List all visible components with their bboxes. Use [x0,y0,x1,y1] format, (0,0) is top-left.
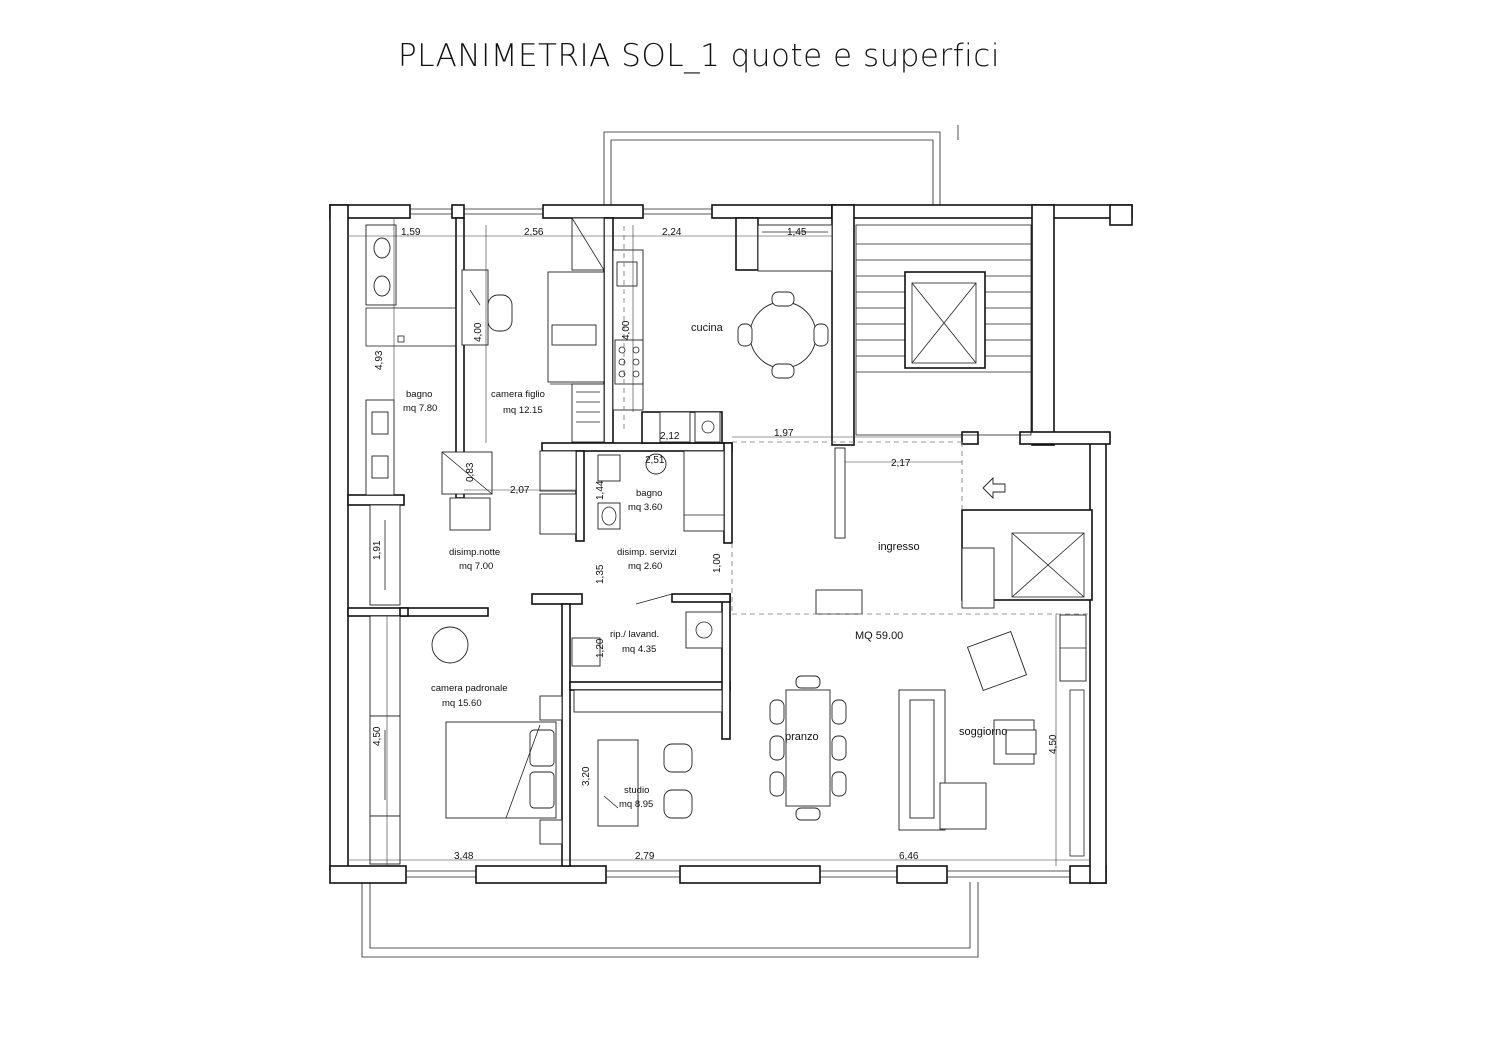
living-area-total: MQ 59.00 [855,630,903,642]
dim-2-79: 2,79 [635,851,655,862]
dim-1-59: 1,59 [401,227,421,238]
dim-3-20: 3,20 [581,766,592,786]
bath-1-fixtures [365,224,457,496]
dim-3-48: 3,48 [454,851,474,862]
dim-1-91: 1,91 [372,540,383,560]
room-area-studio: mq 8.95 [619,799,653,810]
room-name-pranzo: pranzo [785,731,819,743]
room-name-soggiorno: soggiorno [959,726,1007,738]
bedroom-son-furniture [461,217,605,443]
room-name-rip-lavand: rip./ lavand. [610,629,659,640]
dimension-labels: 1,59 2,56 2,24 1,45 4,00 4,00 4,93 2,12 … [372,227,1059,862]
dim-1-00: 1,00 [712,553,723,573]
zone-boundaries [623,226,1090,615]
room-area-camera-padronale: mq 15.60 [442,698,482,709]
room-area-bagno-2: mq 3.60 [628,502,662,513]
room-area-disimp-servizi: mq 2.60 [628,561,662,572]
entrance-arrow-icon [982,476,1006,500]
dim-2-07: 2,07 [510,485,530,496]
dim-4-50-a: 4,50 [372,726,383,746]
dim-4-50-b: 4,50 [1048,734,1059,754]
balcony-north [603,125,959,205]
room-area-disimp-notte: mq 7.00 [459,561,493,572]
internal-walls [347,217,759,867]
dim-2-17: 2,17 [891,458,911,469]
dim-1-45: 1,45 [787,227,807,238]
stair-core [831,204,1133,609]
room-name-studio: studio [624,785,649,796]
dim-4-00-a: 4,00 [473,322,484,342]
dim-1-35: 1,35 [595,564,606,584]
room-area-rip-lavand: mq 4.35 [622,644,656,655]
bath-2-fixtures [441,450,725,535]
dim-2-56: 2,56 [524,227,544,238]
dimension-lines [348,218,1090,866]
wardrobes [369,504,401,865]
dim-0-83: 0,83 [465,462,476,482]
balcony-south [361,882,979,958]
study-furniture [573,689,723,827]
dim-4-00-b: 4,00 [621,320,632,340]
room-name-camera-padronale: camera padronale [431,683,508,694]
bedroom-master-furniture [431,626,563,845]
room-name-camera-figlio: camera figlio [491,389,545,400]
room-name-bagno-2: bagno [636,488,662,499]
dim-2-12: 2,12 [660,431,680,442]
dim-2-24: 2,24 [662,227,682,238]
plan-title: PLANIMETRIA SOL_1 quote e superfici [398,38,1000,74]
room-name-bagno: bagno [406,389,432,400]
dim-1-97: 1,97 [774,428,794,439]
room-labels: bagno mq 7.80 camera figlio mq 12.15 cuc… [403,322,1007,810]
dim-6-46: 6,46 [899,851,919,862]
room-name-disimp-notte: disimp.notte [449,547,500,558]
dim-1-44: 1,44 [595,480,606,500]
laundry-fixtures [571,593,723,667]
room-name-disimp-servizi: disimp. servizi [617,547,677,558]
dim-4-93: 4,93 [374,350,385,370]
exterior-walls [329,204,1133,884]
room-name-cucina: cucina [691,322,724,334]
living-furniture [834,447,1087,857]
kitchen-furniture [612,224,833,443]
dim-1-20: 1,20 [595,638,606,658]
room-area-camera-figlio: mq 12.15 [503,405,543,416]
dining-furniture [769,589,863,821]
room-area-bagno: mq 7.80 [403,403,437,414]
dim-2-51: 2,51 [645,455,665,466]
room-name-ingresso: ingresso [878,541,920,553]
